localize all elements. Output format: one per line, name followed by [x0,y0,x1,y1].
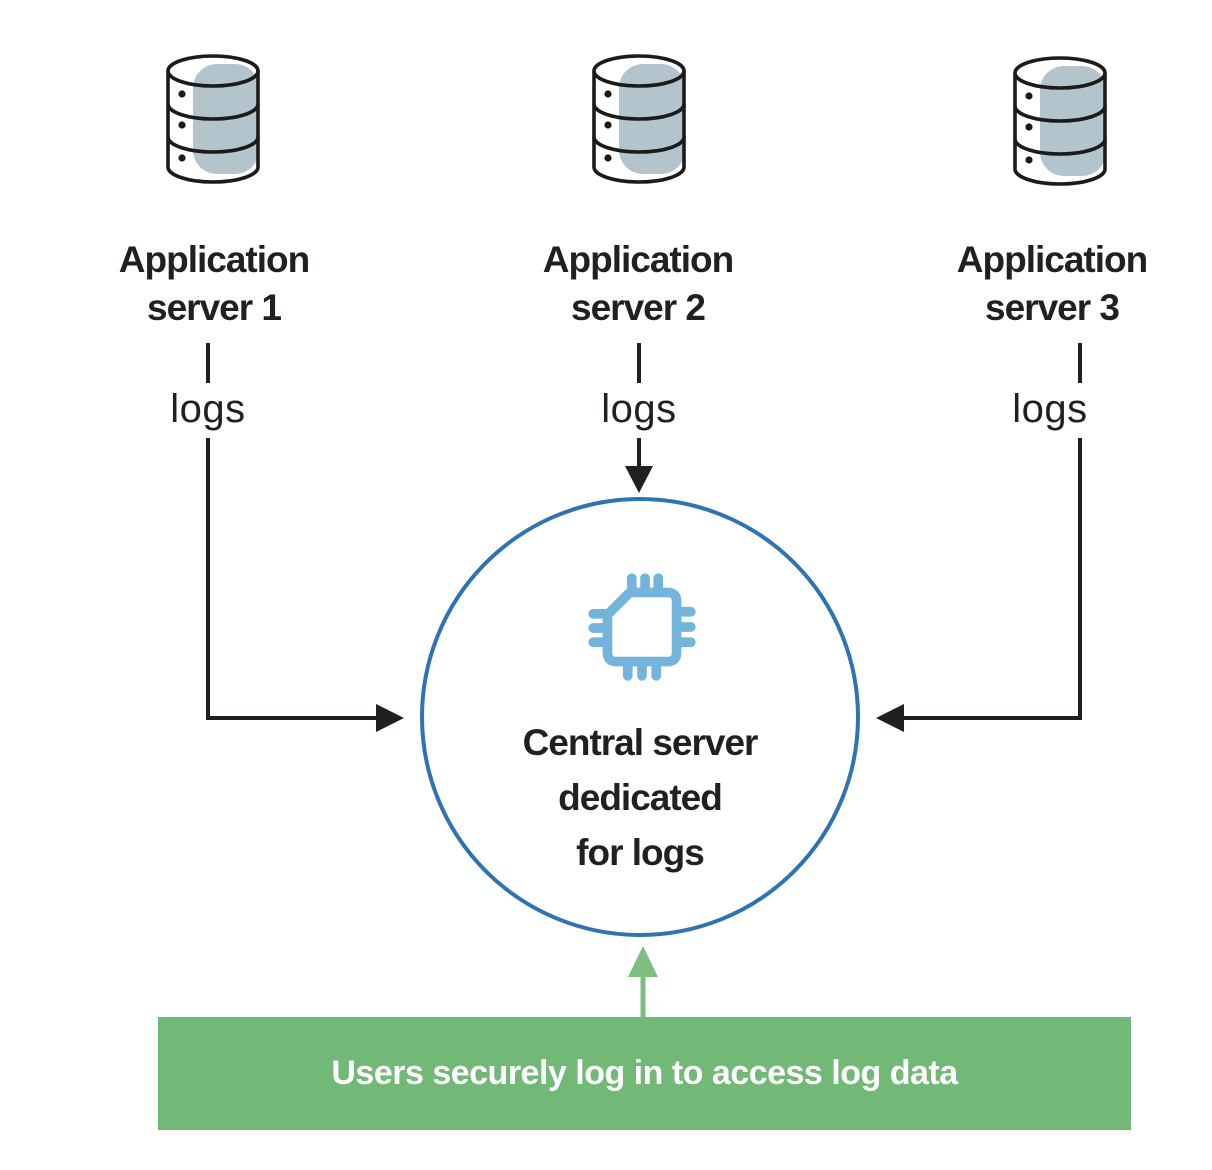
central-server-label: Central server dedicated for logs [424,715,856,880]
logs-edge-label-2: logs [601,387,677,431]
central-server-label-line2: dedicated [558,777,723,818]
central-server-label-line3: for logs [576,832,705,873]
central-server-label-line1: Central server [522,722,759,763]
server2-label-line1: Application [542,239,734,280]
server2-label: Application server 2 [418,236,858,332]
database-icon [592,54,686,184]
central-log-server-node: Central server dedicated for logs [420,497,860,937]
server3-label-line1: Application [956,239,1148,280]
logs-edge-label-1: logs [170,387,246,431]
server1-label-line1: Application [118,239,310,280]
server3-label-line2: server 3 [985,287,1120,328]
users-access-banner: Users securely log in to access log data [158,1017,1131,1130]
cpu-chip-icon [588,573,696,681]
users-access-arrow [628,946,658,1017]
server1-label-line2: server 1 [147,287,282,328]
server2-label-line2: server 2 [571,287,706,328]
server1-label: Application server 1 [0,236,434,332]
database-icon [1013,56,1107,186]
database-icon [166,54,260,184]
users-access-banner-text: Users securely log in to access log data [331,1054,958,1092]
server3-label: Application server 3 [832,236,1212,332]
logs-edge-label-3: logs [1012,387,1088,431]
